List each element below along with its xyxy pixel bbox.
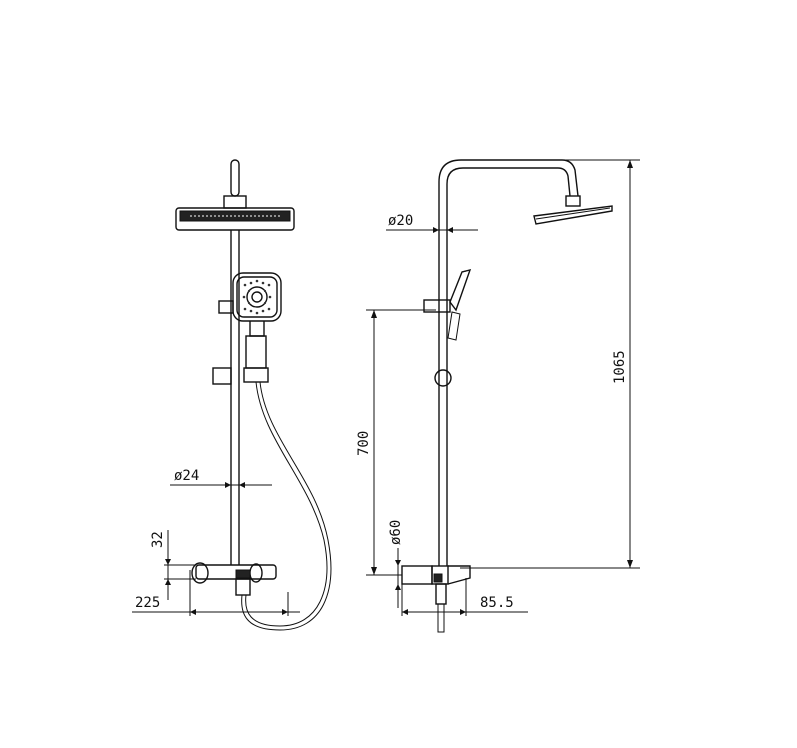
side-lower-slider (434, 369, 452, 387)
front-hose-outer (245, 381, 328, 627)
front-projection-label: 225 (135, 595, 160, 611)
side-mixer (401, 565, 471, 633)
side-overhead-head (533, 195, 613, 225)
side-spout-depth-label: 85.5 (480, 595, 514, 611)
side-overall-height-label: 1065 (612, 350, 628, 384)
side-mixer-diameter-label: ø60 (388, 520, 404, 545)
front-dim-diameter: ø24 (170, 468, 272, 488)
side-dim-spout-depth: 85.5 (401, 578, 528, 616)
front-slider-upper (218, 300, 234, 314)
front-overhead-shower-head (175, 195, 295, 231)
side-riser-outer (438, 159, 579, 566)
front-view: ø24 32 225 (132, 159, 332, 631)
side-pipe-diameter-label: ø20 (388, 213, 413, 229)
side-dim-mixer-diameter: ø60 (388, 520, 404, 608)
side-rail-height-label: 700 (356, 431, 372, 456)
front-slider-lower (212, 367, 232, 385)
side-dim-rail-height: 700 (356, 309, 436, 576)
front-dim-projection: 225 (132, 570, 300, 616)
front-mixer-bar (191, 562, 277, 596)
side-dim-diameter: ø20 (386, 213, 478, 233)
side-view: ø20 1065 700 ø60 (356, 159, 640, 633)
front-hose-inner (241, 381, 332, 631)
front-hand-shower (232, 272, 282, 383)
front-top-pipe (230, 159, 240, 197)
front-bar-height-label: 32 (150, 531, 166, 548)
side-hand-shower (423, 269, 472, 341)
side-dim-overall-height: 1065 (460, 159, 640, 569)
front-dim-bar-height: 32 (150, 530, 196, 600)
side-riser-inner (446, 167, 571, 566)
front-pipe-diameter-label: ø24 (174, 468, 199, 484)
